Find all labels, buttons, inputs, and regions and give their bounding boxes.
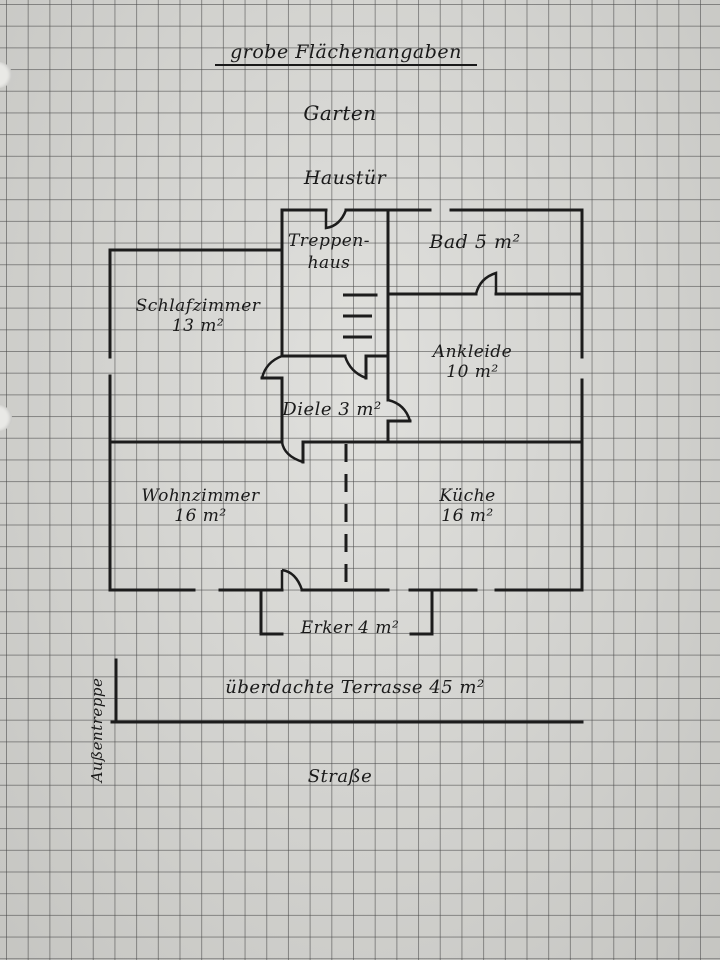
room-name: Diele	[282, 399, 333, 420]
room-name-line2: haus	[307, 253, 351, 273]
room-name: Ankleide	[432, 342, 513, 362]
room-area: 16 m²	[441, 506, 494, 526]
room-name: überdachte Terrasse	[225, 677, 424, 698]
punch-hole	[0, 62, 12, 88]
label-front-door: Haustür	[303, 167, 387, 189]
room-bath: Bad 5 m²	[410, 232, 540, 252]
room-area: 5 m²	[474, 231, 521, 253]
room-area: 16 m²	[174, 506, 227, 526]
living-door-swing-icon	[280, 441, 304, 464]
dressing-door-swing-icon	[387, 398, 412, 422]
room-bay-window: Erker 4 m²	[280, 618, 420, 638]
page-title: grobe Flächenangaben	[215, 42, 477, 66]
punch-hole	[0, 405, 12, 431]
label-outdoor-stairs: Außentreppe	[88, 677, 106, 783]
room-name: Bad	[429, 231, 469, 253]
stairwell-door-swing-icon	[343, 355, 367, 380]
label-street: Straße	[307, 766, 373, 787]
room-kitchen: Küche 16 m²	[400, 486, 535, 526]
room-dressing: Ankleide 10 m²	[405, 342, 540, 382]
room-area: 4 m²	[358, 618, 400, 638]
room-stairwell: Treppen- haus	[284, 230, 374, 274]
bedroom-door-swing-icon	[260, 354, 283, 379]
room-area: 3 m²	[338, 399, 382, 420]
label-garden: Garten	[303, 101, 377, 125]
room-name: Küche	[439, 486, 496, 506]
room-bedroom: Schlafzimmer 13 m²	[118, 296, 278, 336]
front-door-swing-icon	[324, 209, 348, 230]
terrace-door-swing-icon	[281, 568, 304, 591]
room-area: 10 m²	[446, 362, 499, 382]
room-name: Schlafzimmer	[135, 296, 261, 316]
bath-door-swing-icon	[474, 271, 498, 295]
room-name: Treppen-	[287, 231, 371, 251]
room-living: Wohnzimmer 16 m²	[118, 486, 283, 526]
room-area: 45 m²	[429, 677, 485, 698]
room-area: 13 m²	[171, 316, 225, 336]
room-terrace: überdachte Terrasse 45 m²	[225, 678, 485, 698]
room-hall: Diele 3 m²	[282, 400, 382, 420]
room-name: Wohnzimmer	[141, 486, 260, 506]
room-name: Erker	[300, 618, 353, 638]
